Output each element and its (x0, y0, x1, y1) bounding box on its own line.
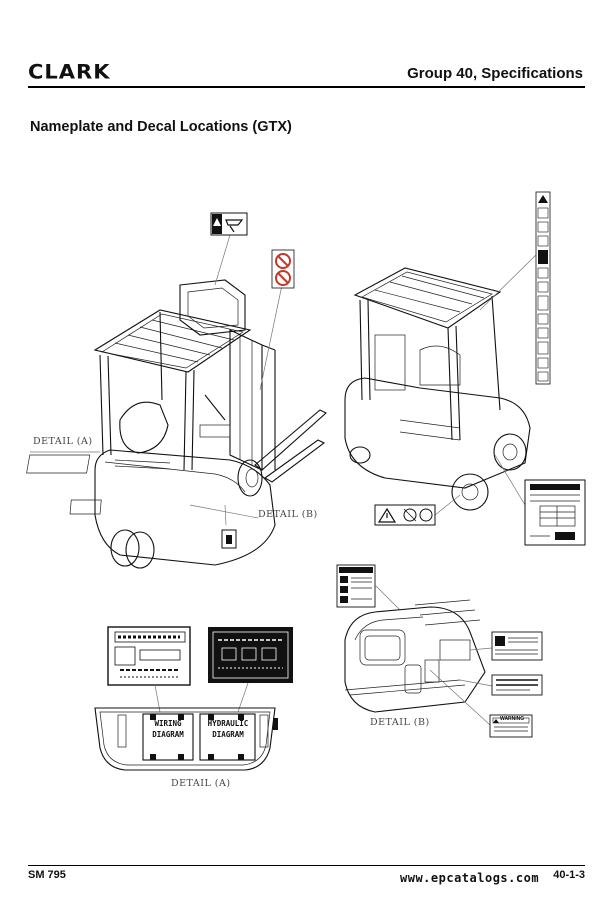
detail-a-label-left: DETAIL (A) (33, 436, 93, 447)
wiring-diagram-decal (107, 626, 191, 686)
wiring-diagram-label: WIRING DIAGRAM (152, 719, 184, 739)
warning-label-text: WARNING (500, 716, 525, 722)
info-decal (491, 674, 543, 696)
footer-rule (28, 865, 585, 866)
nameplate-decal (524, 479, 586, 546)
specs-decal (491, 631, 543, 661)
section-title: Nameplate and Decal Locations (GTX) (30, 119, 292, 135)
group-title: Group 40, Specifications (407, 65, 583, 82)
warning-label-decal (336, 564, 376, 608)
detail-b-label-closeup: DETAIL (B) (370, 717, 430, 728)
hydraulic-diagram-label: HYDRAULIC DIAGRAM (207, 719, 249, 739)
footer-manual-number: SM 795 (28, 869, 66, 881)
no-entry-decal-icon (271, 249, 295, 289)
battery-decal-icon (221, 529, 237, 549)
footer-watermark: www.epcatalogs.com (400, 871, 540, 885)
forklift-right-drawing (344, 254, 537, 516)
warning-small-decal (489, 714, 533, 738)
warning-fan-decal (374, 504, 436, 526)
header-rule (28, 86, 585, 88)
footer-page-number: 40-1-3 (553, 869, 585, 881)
clark-logo: CLARK (28, 60, 111, 84)
detail-a-label-panel: DETAIL (A) (171, 778, 231, 789)
warning-decal-icon (210, 212, 248, 236)
forklift-left-drawing (26, 234, 327, 569)
detail-b-closeup-drawing (344, 599, 486, 713)
vertical-decal-strip (535, 191, 551, 385)
detail-b-label-truck: DETAIL (B) (258, 509, 318, 520)
hydraulic-diagram-decal (208, 627, 293, 683)
